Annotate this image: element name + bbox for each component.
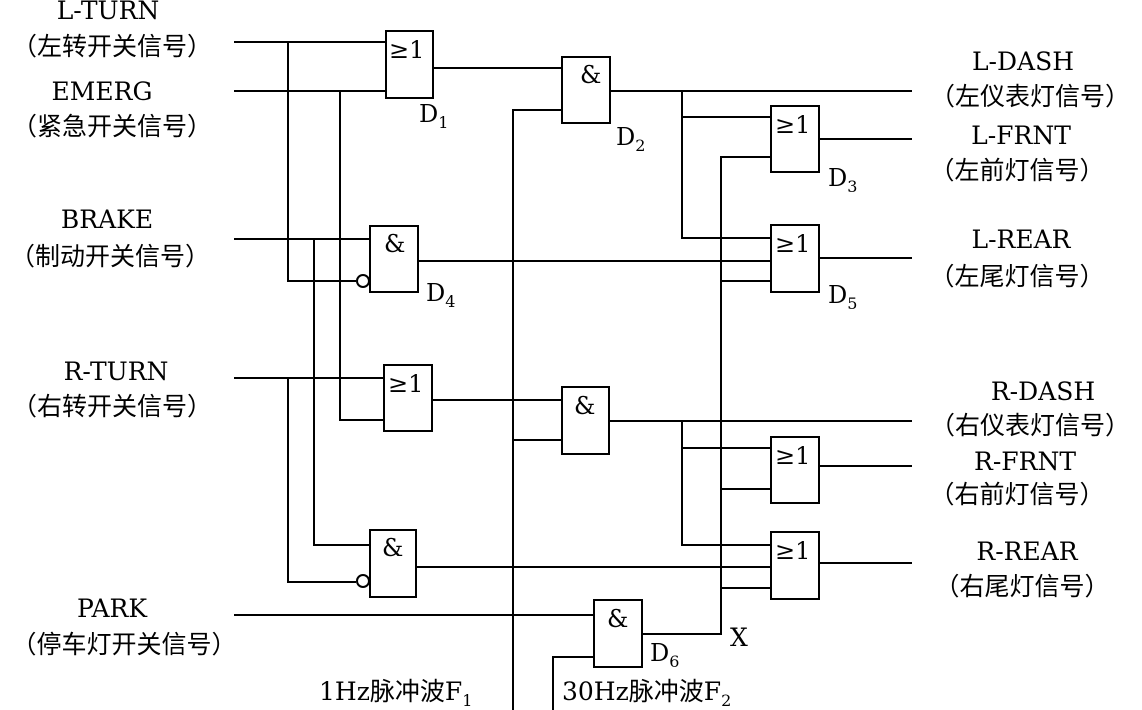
input-brake-desc: （制动开关信号） xyxy=(10,242,210,271)
gate-d1: ≥1 D1 xyxy=(385,30,448,132)
input-l-turn-name: L-TURN xyxy=(57,0,160,25)
signal-x-label: X xyxy=(730,623,748,652)
gate-d1-symbol: ≥1 xyxy=(389,36,424,64)
gate-d1-box xyxy=(385,30,434,99)
output-l-frnt-desc: （左前灯信号） xyxy=(929,156,1104,185)
gate-d6-box xyxy=(593,599,643,668)
f1-line xyxy=(512,109,562,710)
gate-and-r-dash-box xyxy=(561,386,610,455)
gate-or-r-rear-symbol: ≥1 xyxy=(775,537,810,565)
brake-bus xyxy=(313,239,370,546)
gate-or-r-frnt: ≥1 xyxy=(770,436,820,504)
signal-f2-label: 30Hz脉冲波F2 xyxy=(562,677,731,710)
gate-or-r-frnt-box xyxy=(770,436,820,504)
gate-d3-box xyxy=(770,105,820,173)
input-park-name: PARK xyxy=(77,594,148,623)
input-brake-name: BRAKE xyxy=(61,205,153,234)
gate-d5-symbol: ≥1 xyxy=(775,230,810,258)
input-park-desc: （停车灯开关信号） xyxy=(11,630,236,659)
gate-d4-label: D4 xyxy=(426,279,455,311)
signal-labels: X 1Hz脉冲波F1 30Hz脉冲波F2 xyxy=(319,623,748,710)
input-emerg-name: EMERG xyxy=(52,77,153,106)
gate-or-r-turn-symbol: ≥1 xyxy=(388,370,423,398)
output-l-rear-name: L-REAR xyxy=(972,225,1072,254)
r-turn-bus xyxy=(287,378,356,583)
signal-f1-label: 1Hz脉冲波F1 xyxy=(319,677,472,710)
gate-d6: & D6 xyxy=(593,599,679,671)
gate-or-r-frnt-symbol: ≥1 xyxy=(775,442,810,470)
input-l-turn-desc: （左转开关信号） xyxy=(12,32,212,61)
gate-and-r-dash-symbol: & xyxy=(574,392,595,420)
gate-d6-symbol: & xyxy=(607,605,628,633)
input-r-turn-desc: （右转开关信号） xyxy=(12,392,212,421)
gate-d4-symbol: & xyxy=(384,230,405,258)
emerg-bus xyxy=(339,91,384,421)
output-r-dash-name: R-DASH xyxy=(991,377,1095,406)
output-l-dash-name: L-DASH xyxy=(972,47,1074,76)
gate-d3-symbol: ≥1 xyxy=(775,111,810,139)
gate-d3-label: D3 xyxy=(828,164,857,196)
gate-d2: & D2 xyxy=(561,56,645,155)
gate-d3: ≥1 D3 xyxy=(770,105,857,196)
input-emerg-desc: （紧急开关信号） xyxy=(12,112,212,141)
gate-d5: ≥1 D5 xyxy=(770,224,857,313)
gate-or-r-turn: ≥1 xyxy=(383,364,433,432)
gate-and-brake-right-symbol: & xyxy=(382,534,403,562)
output-r-rear-name: R-REAR xyxy=(976,537,1078,566)
x-bus xyxy=(642,156,771,635)
gate-or-r-rear: ≥1 xyxy=(770,531,820,600)
gate-d5-label: D5 xyxy=(828,281,857,313)
gate-d2-symbol: & xyxy=(580,61,601,89)
input-r-turn-name: R-TURN xyxy=(64,357,169,386)
gate-d4: & D4 xyxy=(356,225,455,311)
gate-and-r-dash: & xyxy=(561,386,610,455)
gate-d6-label: D6 xyxy=(650,639,679,671)
output-r-dash-desc: （右仪表灯信号） xyxy=(930,411,1130,440)
gate-or-r-rear-box xyxy=(770,531,820,600)
gate-d4-box xyxy=(369,225,419,293)
gate-d1-label: D1 xyxy=(419,100,448,132)
gate-and-brake-right-inverter-bubble xyxy=(356,574,370,588)
output-labels: L-DASH （左仪表灯信号） L-FRNT （左前灯信号） L-REAR （左… xyxy=(929,47,1130,601)
gate-d2-box xyxy=(561,56,611,124)
gate-or-r-turn-box xyxy=(383,364,433,432)
gate-d2-label: D2 xyxy=(616,123,645,155)
gate-and-brake-right: & xyxy=(356,529,417,598)
output-l-rear-desc: （左尾灯信号） xyxy=(929,262,1104,291)
d2-bus xyxy=(681,91,771,239)
f2-line xyxy=(552,656,594,710)
gate-and-brake-right-box xyxy=(369,529,417,598)
output-r-rear-desc: （右尾灯信号） xyxy=(934,572,1109,601)
wires xyxy=(234,41,912,710)
output-r-frnt-desc: （右前灯信号） xyxy=(929,480,1104,509)
and-lower-bus xyxy=(681,421,771,546)
output-r-frnt-name: R-FRNT xyxy=(974,447,1076,476)
gate-d4-inverter-bubble xyxy=(356,274,370,288)
gate-d5-box xyxy=(770,224,820,293)
output-l-dash-desc: （左仪表灯信号） xyxy=(930,82,1130,111)
input-labels: L-TURN （左转开关信号） EMERG （紧急开关信号） BRAKE （制动… xyxy=(10,0,237,659)
output-l-frnt-name: L-FRNT xyxy=(971,121,1071,150)
l-turn-bus xyxy=(287,42,356,282)
